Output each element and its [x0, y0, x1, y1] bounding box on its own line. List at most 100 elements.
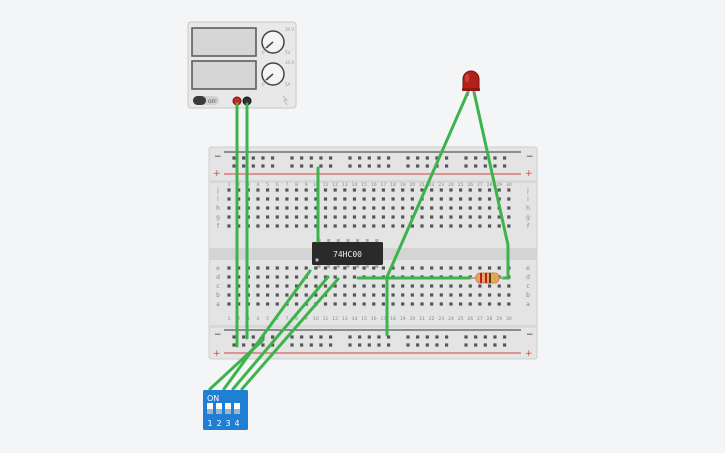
terminal-hole[interactable] — [381, 302, 385, 306]
terminal-hole[interactable] — [275, 275, 279, 279]
terminal-hole[interactable] — [304, 188, 308, 192]
rail-hole[interactable] — [261, 164, 265, 168]
rail-hole[interactable] — [232, 156, 236, 160]
terminal-hole[interactable] — [343, 197, 347, 201]
rail-hole[interactable] — [483, 335, 487, 339]
terminal-hole[interactable] — [323, 206, 328, 210]
rail-hole[interactable] — [271, 343, 275, 347]
rail-hole[interactable] — [425, 164, 429, 168]
terminal-hole[interactable] — [294, 215, 299, 219]
terminal-hole[interactable] — [333, 197, 337, 201]
rail-hole[interactable] — [387, 343, 391, 347]
terminal-hole[interactable] — [362, 197, 366, 201]
terminal-hole[interactable] — [439, 293, 443, 297]
terminal-hole[interactable] — [430, 188, 434, 192]
dip-switch[interactable]: ON 1 2 3 4 — [203, 390, 248, 430]
terminal-hole[interactable] — [227, 302, 231, 306]
terminal-hole[interactable] — [343, 293, 347, 297]
rail-hole[interactable] — [242, 343, 246, 347]
terminal-hole[interactable] — [420, 224, 424, 228]
rail-hole[interactable] — [358, 164, 362, 168]
rail-hole[interactable] — [416, 164, 420, 168]
terminal-hole[interactable] — [333, 206, 337, 210]
rail-hole[interactable] — [435, 343, 439, 347]
terminal-hole[interactable] — [420, 266, 424, 270]
terminal-hole[interactable] — [333, 284, 337, 288]
terminal-hole[interactable] — [507, 188, 511, 192]
terminal-hole[interactable] — [285, 215, 289, 219]
rail-hole[interactable] — [367, 335, 371, 339]
rail-hole[interactable] — [416, 343, 420, 347]
rail-hole[interactable] — [493, 156, 497, 160]
terminal-hole[interactable] — [507, 197, 511, 201]
terminal-hole[interactable] — [478, 266, 482, 270]
terminal-hole[interactable] — [372, 206, 376, 210]
rail-hole[interactable] — [329, 343, 333, 347]
terminal-hole[interactable] — [487, 224, 492, 228]
terminal-hole[interactable] — [410, 284, 414, 288]
rail-hole[interactable] — [425, 156, 429, 160]
terminal-hole[interactable] — [439, 197, 443, 201]
dip-toggle-4[interactable] — [234, 403, 240, 414]
terminal-hole[interactable] — [323, 284, 328, 288]
terminal-hole[interactable] — [256, 215, 260, 219]
terminal-hole[interactable] — [372, 188, 376, 192]
terminal-hole[interactable] — [507, 224, 511, 228]
rail-hole[interactable] — [445, 343, 449, 347]
terminal-hole[interactable] — [285, 284, 289, 288]
terminal-hole[interactable] — [391, 197, 395, 201]
terminal-hole[interactable] — [497, 293, 501, 297]
dip-toggle-3[interactable] — [225, 403, 231, 414]
terminal-hole[interactable] — [323, 266, 328, 270]
terminal-hole[interactable] — [362, 284, 366, 288]
terminal-hole[interactable] — [401, 302, 405, 306]
terminal-hole[interactable] — [439, 266, 443, 270]
terminal-hole[interactable] — [410, 197, 414, 201]
rail-hole[interactable] — [251, 164, 255, 168]
rail-hole[interactable] — [387, 156, 391, 160]
terminal-hole[interactable] — [266, 302, 270, 306]
terminal-hole[interactable] — [420, 284, 424, 288]
terminal-hole[interactable] — [449, 293, 453, 297]
terminal-hole[interactable] — [266, 284, 270, 288]
terminal-hole[interactable] — [314, 206, 318, 210]
rail-hole[interactable] — [445, 335, 449, 339]
rail-hole[interactable] — [483, 343, 487, 347]
terminal-hole[interactable] — [459, 302, 463, 306]
terminal-hole[interactable] — [459, 206, 463, 210]
terminal-hole[interactable] — [497, 302, 501, 306]
terminal-hole[interactable] — [459, 215, 463, 219]
rail-hole[interactable] — [261, 343, 265, 347]
rail-hole[interactable] — [377, 335, 381, 339]
terminal-hole[interactable] — [449, 302, 453, 306]
rail-hole[interactable] — [290, 335, 294, 339]
terminal-hole[interactable] — [430, 224, 434, 228]
terminal-hole[interactable] — [237, 197, 241, 201]
wire-led-cathode[interactable] — [472, 90, 510, 280]
terminal-hole[interactable] — [420, 188, 424, 192]
terminal-hole[interactable] — [372, 197, 376, 201]
wire-dip4[interactable] — [240, 277, 340, 391]
terminal-hole[interactable] — [410, 188, 414, 192]
rail-hole[interactable] — [242, 335, 246, 339]
terminal-hole[interactable] — [256, 188, 260, 192]
terminal-hole[interactable] — [314, 284, 318, 288]
rail-hole[interactable] — [493, 343, 497, 347]
rail-hole[interactable] — [503, 335, 507, 339]
terminal-hole[interactable] — [449, 284, 453, 288]
terminal-hole[interactable] — [449, 266, 453, 270]
terminal-hole[interactable] — [381, 197, 385, 201]
terminal-hole[interactable] — [343, 302, 347, 306]
rail-hole[interactable] — [232, 343, 236, 347]
terminal-hole[interactable] — [487, 215, 492, 219]
terminal-hole[interactable] — [227, 275, 231, 279]
terminal-hole[interactable] — [459, 197, 463, 201]
ic-chip[interactable]: 74HC00 — [312, 239, 383, 268]
terminal-hole[interactable] — [266, 206, 270, 210]
terminal-hole[interactable] — [323, 215, 328, 219]
terminal-hole[interactable] — [285, 293, 289, 297]
rail-hole[interactable] — [319, 335, 323, 339]
rail-hole[interactable] — [377, 156, 381, 160]
terminal-hole[interactable] — [468, 302, 472, 306]
terminal-hole[interactable] — [294, 224, 299, 228]
